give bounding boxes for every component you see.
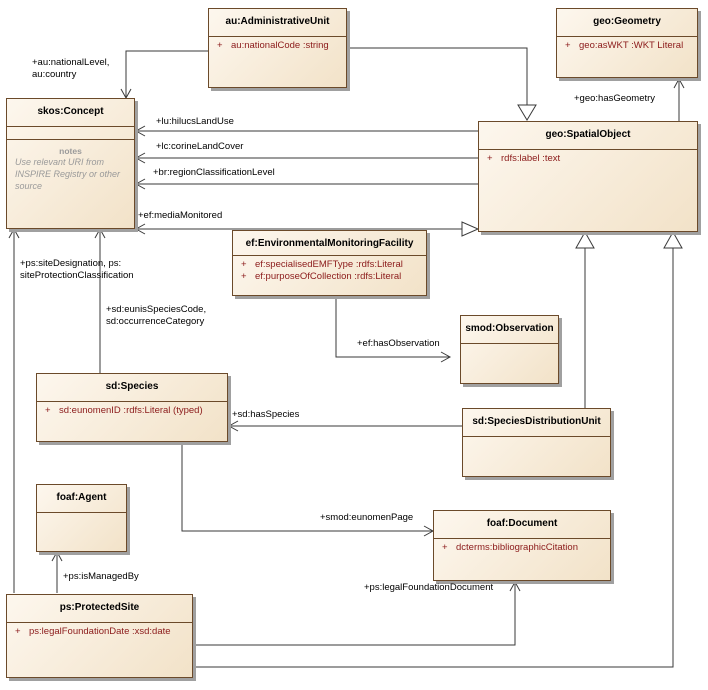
- class-foaf-document[interactable]: foaf:Document +dcterms:bibliographicCita…: [433, 510, 611, 581]
- class-attribute: +au:nationalCode :string: [217, 40, 329, 51]
- class-attribute: +sd:eunomenID :rdfs:Literal (typed): [45, 405, 203, 416]
- arrowhead-region: [134, 178, 146, 190]
- class-attribute: +geo:asWKT :WKT Literal: [565, 40, 684, 51]
- arrowhead-site-designation: [8, 227, 20, 239]
- class-title: sd:Species: [105, 381, 159, 392]
- arrowhead-managed-by: [51, 550, 63, 562]
- label-managed-by: +ps:isManagedBy: [63, 571, 139, 582]
- label-media-monitored: +ef:mediaMonitored: [138, 210, 223, 221]
- label-eunis: +sd:eunisSpeciesCode,: [106, 304, 207, 315]
- class-spatial-object[interactable]: geo:SpatialObject +rdfs:label :text: [478, 121, 698, 232]
- arrowhead-corine: [134, 152, 146, 164]
- label-country: au:country: [32, 69, 77, 80]
- class-foaf-agent[interactable]: foaf:Agent: [36, 484, 127, 552]
- notes-heading: notes: [59, 146, 82, 156]
- label-national-level: +au:nationalLevel,: [32, 57, 110, 68]
- class-title: au:AdministrativeUnit: [225, 16, 330, 27]
- class-observation[interactable]: smod:Observation: [460, 315, 559, 384]
- assoc-eunomen-page: [181, 443, 433, 532]
- class-title: ef:EnvironmentalMonitoringFacility: [245, 238, 414, 249]
- class-title: smod:Observation: [465, 323, 554, 334]
- assoc-national-level: [125, 50, 208, 97]
- class-protected-site[interactable]: ps:ProtectedSite +ps:legalFoundationDate…: [6, 594, 193, 678]
- class-administrative-unit[interactable]: au:AdministrativeUnit +au:nationalCode :…: [208, 8, 347, 88]
- arrowhead-has-species: [227, 420, 239, 432]
- gen-protectedsite-spatialobject: [194, 248, 674, 668]
- gen-triangle-emf: [461, 221, 480, 237]
- arrowhead-has-observation: [440, 351, 452, 363]
- class-skos-concept[interactable]: skos:Concept notes Use relevant URI from…: [6, 98, 135, 229]
- notes-text: Use relevant URI from INSPIRE Registry o…: [15, 157, 121, 191]
- class-title: skos:Concept: [37, 106, 104, 117]
- gen-triangle-adminunit: [517, 104, 537, 121]
- label-has-species: +sd:hasSpecies: [232, 409, 300, 420]
- label-hilucs: +lu:hilucsLandUse: [156, 116, 234, 127]
- class-attribute: +ps:legalFoundationDate :xsd:date: [15, 626, 171, 637]
- class-title: geo:Geometry: [593, 16, 661, 27]
- arrowhead-media: [134, 223, 146, 235]
- assoc-legal-foundation: [194, 582, 516, 646]
- class-attribute: +rdfs:label :text: [487, 153, 561, 164]
- class-title: foaf:Document: [486, 518, 558, 529]
- label-eunomen-page: +smod:eunomenPage: [320, 512, 414, 523]
- arrowhead-has-geometry: [673, 77, 685, 89]
- arrowhead-eunis: [94, 227, 106, 239]
- class-title: geo:SpatialObject: [545, 129, 631, 140]
- label-corine: +lc:corineLandCover: [156, 141, 244, 152]
- class-species[interactable]: sd:Species +sd:eunomenID :rdfs:Literal (…: [36, 373, 228, 442]
- class-attribute: +ef:specialisedEMFType :rdfs:Literal: [241, 259, 403, 270]
- arrowhead-legal-foundation: [509, 580, 521, 592]
- class-title: ps:ProtectedSite: [59, 602, 140, 613]
- class-title: sd:SpeciesDistributionUnit: [472, 416, 601, 427]
- gen-triangle-sdu: [575, 230, 595, 249]
- label-has-geometry: +geo:hasGeometry: [574, 93, 656, 104]
- label-site-protection: siteProtectionClassification: [20, 270, 134, 281]
- class-title: foaf:Agent: [56, 492, 107, 503]
- class-species-distribution-unit[interactable]: sd:SpeciesDistributionUnit: [462, 408, 611, 477]
- class-geometry[interactable]: geo:Geometry +geo:asWKT :WKT Literal: [556, 8, 698, 78]
- label-legal-foundation: +ps:legalFoundationDocument: [364, 582, 494, 593]
- gen-triangle-protectedsite: [663, 230, 683, 249]
- label-occurrence: sd:occurrenceCategory: [106, 316, 205, 327]
- assoc-has-observation: [335, 297, 450, 358]
- label-site-designation: +ps:siteDesignation, ps:: [20, 258, 122, 269]
- gen-adminunit-spatialobject: [347, 47, 528, 105]
- arrowhead-hilucs: [134, 125, 146, 137]
- class-environmental-monitoring-facility[interactable]: ef:EnvironmentalMonitoringFacility +ef:s…: [232, 230, 427, 296]
- class-attribute: +ef:purposeOfCollection :rdfs:Literal: [241, 271, 402, 282]
- label-has-observation: +ef:hasObservation: [357, 338, 440, 349]
- label-region: +br:regionClassificationLevel: [153, 167, 275, 178]
- class-attribute: +dcterms:bibliographicCitation: [442, 542, 578, 553]
